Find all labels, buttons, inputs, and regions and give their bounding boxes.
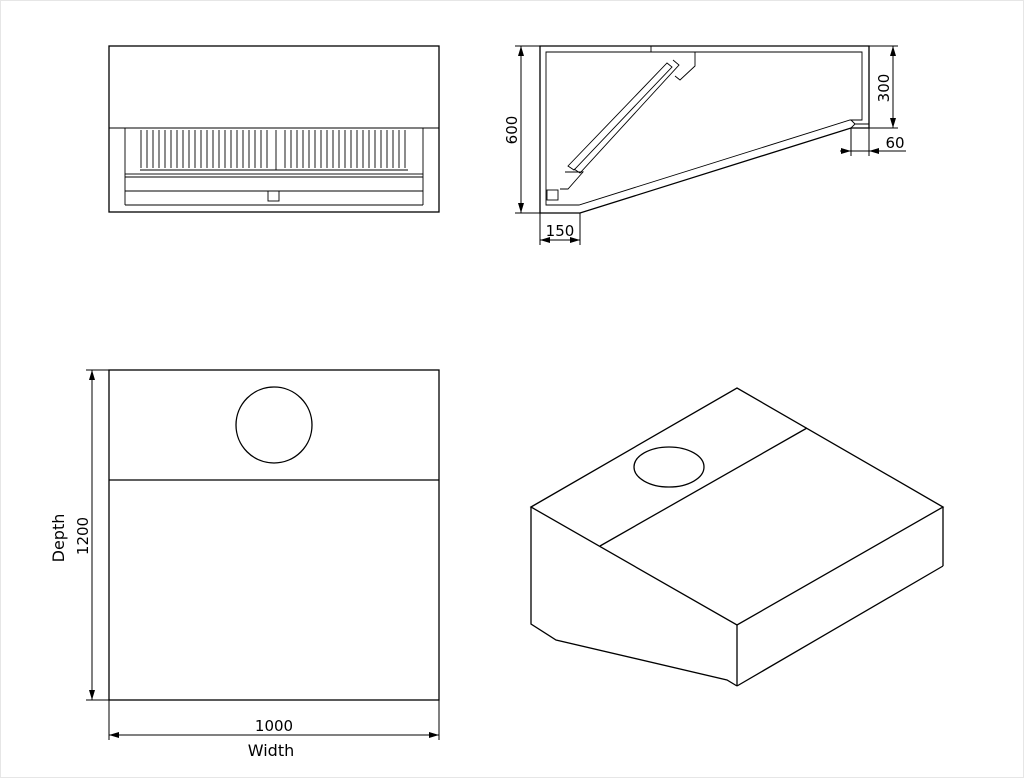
exhaust-collar-iso <box>633 446 705 488</box>
dimension-top-edge: 300 <box>869 45 898 129</box>
iso-front-bottom-right <box>736 565 944 687</box>
iso-top-face <box>529 387 945 626</box>
dimension-top-edge-value: 300 <box>875 74 893 103</box>
filter-slats-right <box>282 130 408 168</box>
filter-bracket-top <box>674 51 696 81</box>
top-view <box>108 369 440 701</box>
dimension-width-value: 1000 <box>255 717 293 735</box>
dimension-depth-label: Depth <box>49 514 68 563</box>
dimension-height-value: 600 <box>503 116 521 145</box>
isometric-view <box>529 387 945 687</box>
iso-ridge-line <box>599 427 808 547</box>
front-view-outline <box>108 45 440 213</box>
dimension-front-lip: 60 <box>840 128 906 156</box>
front-lip-detail <box>850 119 869 129</box>
filter-slats-left <box>140 130 270 168</box>
drain-outlet <box>267 190 280 202</box>
dimension-front-lip-value: 60 <box>885 134 904 152</box>
grease-filter-side <box>567 59 680 174</box>
dimension-depth: 1200 Depth <box>49 369 109 701</box>
filter-bracket-bottom <box>560 171 584 190</box>
exhaust-collar-top <box>235 386 313 464</box>
top-view-outline <box>108 369 440 701</box>
dimension-height: 600 <box>503 45 540 214</box>
side-view <box>539 45 870 214</box>
side-view-drain-box <box>546 189 559 201</box>
dimension-width-label: Width <box>248 741 294 760</box>
filter-frame <box>124 127 424 175</box>
dimension-back-gutter-value: 150 <box>546 222 575 240</box>
front-view <box>108 45 440 213</box>
dimension-depth-value: 1200 <box>74 517 92 555</box>
dimension-width: 1000 Width <box>108 700 440 760</box>
side-view-inner-profile <box>545 51 863 206</box>
iso-sloped-side <box>530 507 738 687</box>
dimension-back-gutter: 150 <box>539 213 581 245</box>
